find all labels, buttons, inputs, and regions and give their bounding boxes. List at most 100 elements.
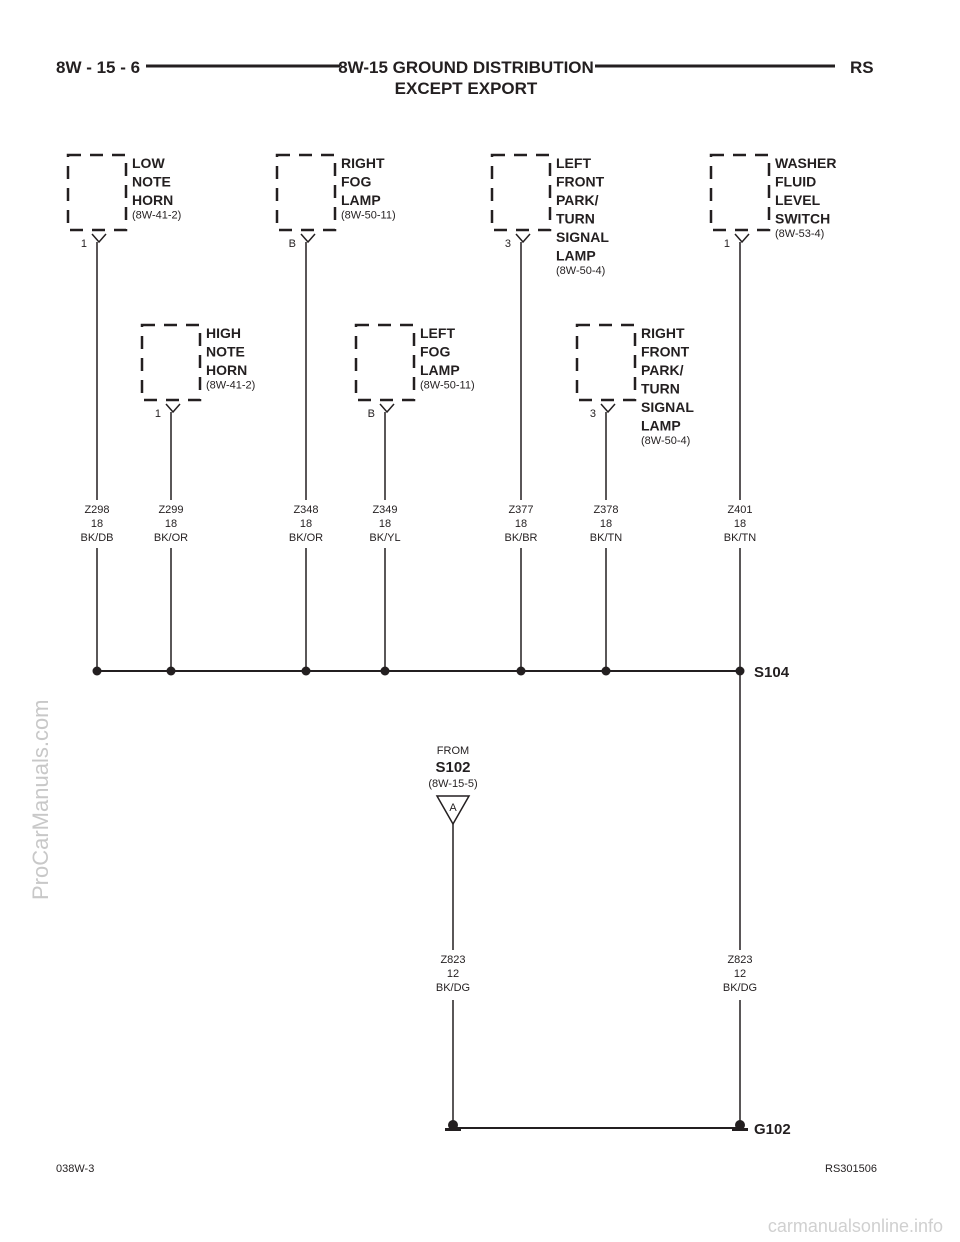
ground-wires: Z823 12 BK/DG Z823 12 BK/DG G102 [436, 671, 791, 1138]
from-label: FROM [437, 745, 469, 757]
component-label-line: WASHER [775, 155, 836, 171]
ground-dot-left [448, 1120, 458, 1130]
component-label-line: HIGH [206, 325, 241, 341]
bottom-watermark: carmanualsonline.info [768, 1216, 943, 1236]
connector-triangle-icon [435, 795, 471, 826]
wire-gauge: 18 [379, 518, 391, 530]
component-label-line: RIGHT [341, 155, 385, 171]
component-label-line: NOTE [132, 174, 171, 190]
component-label-line: TURN [641, 381, 680, 397]
wire-circuit: Z378 [593, 504, 618, 516]
pin-receptacle-icon [165, 403, 181, 414]
footer-left-code: 038W-3 [56, 1163, 94, 1175]
component-label-line: LAMP [420, 362, 460, 378]
component-label-line: FLUID [775, 174, 816, 190]
splice-label: S104 [754, 664, 790, 681]
wire-gauge: 18 [600, 518, 612, 530]
connector-box-icon [66, 153, 128, 232]
wire-color: BK/OR [154, 532, 188, 544]
component-label-line: LEVEL [775, 192, 821, 208]
component-reference: (8W-50-11) [341, 210, 396, 222]
connector-box-icon [709, 153, 771, 232]
component-label-line: FOG [341, 174, 371, 190]
component-label-line: HORN [206, 362, 247, 378]
side-watermark: ProCarManuals.com [28, 699, 53, 900]
ground-wire-right-color: BK/DG [723, 982, 757, 994]
component-label-line: SWITCH [775, 211, 830, 227]
pin-number: B [368, 408, 375, 420]
component-label-line: FOG [420, 344, 450, 360]
pin-number: 1 [724, 238, 730, 250]
component-label-line: LOW [132, 155, 165, 171]
wire-circuit: Z349 [372, 504, 397, 516]
component-reference: (8W-53-4) [775, 228, 824, 240]
wire-color: BK/BR [504, 532, 537, 544]
wire-gauge: 18 [91, 518, 103, 530]
wire-circuit: Z348 [293, 504, 318, 516]
component-label-line: LEFT [420, 325, 455, 341]
model-code: RS [850, 58, 874, 77]
ground-dot-right [735, 1120, 745, 1130]
ground-wire-left-color: BK/DG [436, 982, 470, 994]
ground-label: G102 [754, 1121, 791, 1138]
pin-receptacle-icon [600, 403, 616, 414]
ground-wire-right-gauge: 12 [734, 968, 746, 980]
component-label-line: PARK/ [556, 192, 599, 208]
component-reference: (8W-50-4) [556, 265, 605, 277]
connector-box-icon [575, 323, 637, 402]
pin-receptacle-icon [379, 403, 395, 414]
connector-box-icon [490, 153, 552, 232]
component-label-line: HORN [132, 192, 173, 208]
components: 1LOWNOTEHORN(8W-41-2)BRIGHTFOGLAMP(8W-50… [66, 153, 836, 447]
pin-receptacle-icon [734, 233, 750, 244]
component-label-line: FRONT [556, 174, 605, 190]
wire-gauge: 18 [300, 518, 312, 530]
wire-circuit: Z401 [727, 504, 752, 516]
wire-circuit: Z377 [508, 504, 533, 516]
component-reference: (8W-41-2) [132, 210, 181, 222]
pin-number: 1 [155, 408, 161, 420]
component-label-line: PARK/ [641, 362, 684, 378]
wire-color: BK/TN [724, 532, 756, 544]
wire-circuit: Z299 [158, 504, 183, 516]
pin-number: B [289, 238, 296, 250]
wire-gauge: 18 [515, 518, 527, 530]
splice-bus: S104 [97, 664, 790, 681]
from-splice-name: S102 [435, 759, 470, 776]
from-reference: (8W-15-5) [428, 778, 477, 790]
wires: Z29818BK/DBZ29918BK/ORZ34818BK/ORZ34918B… [80, 242, 756, 676]
page-code: 8W - 15 - 6 [56, 58, 140, 77]
right-fog-lamp-component: B RIGHT FOG LAMP (8W-50-11) [275, 153, 396, 250]
component-label-line: LAMP [556, 248, 596, 264]
ground-wire-left-circuit: Z823 [440, 954, 465, 966]
wire-circuit: Z298 [84, 504, 109, 516]
left-fog-lamp-component: B LEFT FOG LAMP (8W-50-11) [354, 323, 475, 420]
wire-gauge: 18 [734, 518, 746, 530]
page-header: 8W - 15 - 6 8W-15 GROUND DISTRIBUTION EX… [56, 58, 874, 98]
component-reference: (8W-41-2) [206, 380, 255, 392]
wire-color: BK/DB [80, 532, 113, 544]
wire-color: BK/TN [590, 532, 622, 544]
component-label-line: LAMP [341, 192, 381, 208]
pin-receptacle-icon [91, 233, 107, 244]
wire-gauge: 18 [165, 518, 177, 530]
ground-wire-right-circuit: Z823 [727, 954, 752, 966]
from-connector: FROM S102 (8W-15-5) A [428, 745, 478, 826]
component-label-line: FRONT [641, 344, 690, 360]
ground-base-left [445, 1128, 461, 1131]
pin-number: 3 [590, 408, 596, 420]
component-reference: (8W-50-11) [420, 380, 475, 392]
component-label-line: LAMP [641, 418, 681, 434]
